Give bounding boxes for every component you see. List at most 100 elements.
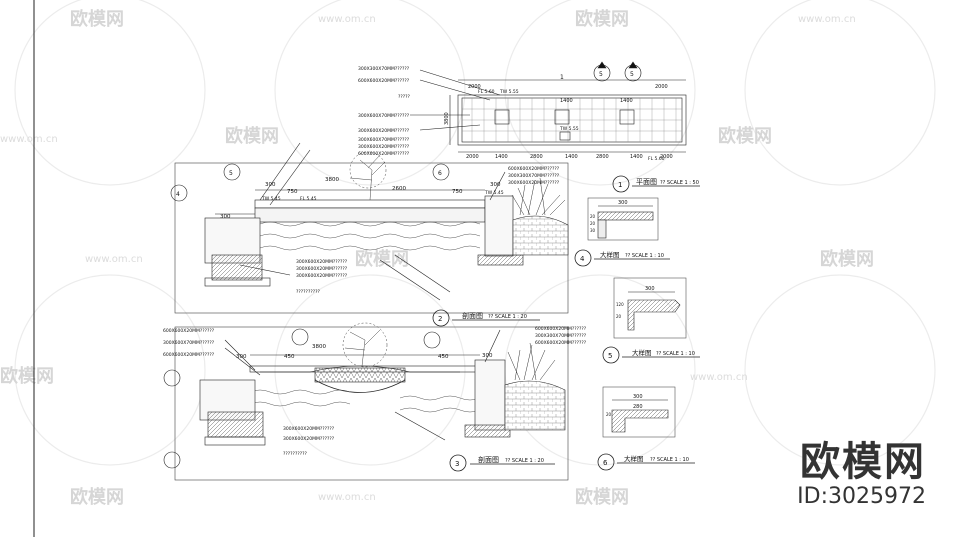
plan-dim: 2000 xyxy=(655,84,668,90)
det6-dim: 300 xyxy=(633,394,643,400)
caption-title: 剖面图 xyxy=(462,311,483,320)
plan-dim: 1400 xyxy=(630,154,643,160)
plan-dim: 2800 xyxy=(596,154,609,160)
plan-callout: 5 xyxy=(599,71,603,78)
det5-dim: 20 xyxy=(616,314,622,319)
plan-dim: 2000 xyxy=(468,84,481,90)
plan-dim: 2000 xyxy=(466,154,479,160)
det5-dim: 120 xyxy=(616,302,624,307)
caption-number: 4 xyxy=(580,255,585,263)
plan-caption: 1 平面图 ?? SCALE 1 : 50 xyxy=(612,175,700,193)
sec2-note: 300X600X20MM?????? xyxy=(358,144,410,150)
plan-dim: 1400 xyxy=(565,154,578,160)
plan-note: 300X600X20MM?????? xyxy=(358,128,410,134)
sec3-note: 300X600X20MM?????? xyxy=(283,426,335,432)
det4-dim: 20 xyxy=(590,221,596,226)
caption-title: 剖面图 xyxy=(478,455,499,464)
section-3 xyxy=(163,322,569,481)
plan-level: FL 5.60 xyxy=(648,156,665,162)
watermark-url: www.om.cn xyxy=(798,14,856,25)
caption-title: 平面图 xyxy=(636,178,657,186)
watermark-url: www.om.cn xyxy=(318,14,376,25)
sec2-note: 300X300X70MM?????? xyxy=(508,173,560,179)
caption-scale: ?? SCALE 1 : 10 xyxy=(625,253,664,259)
det6-dim: 280 xyxy=(633,404,643,410)
sec2-callout: 4 xyxy=(176,191,180,198)
sec2-note: 300X600X20MM?????? xyxy=(296,273,348,279)
sec2-dim: 300 xyxy=(490,182,501,188)
plan-level: TW 5.55 xyxy=(559,126,579,132)
sec2-note: ?????????? xyxy=(296,289,320,295)
section-2-caption: 2 剖面图 ?? SCALE 1 : 20 xyxy=(432,309,540,327)
sec2-dim: 750 xyxy=(452,189,463,195)
caption-scale: ?? SCALE 1 : 10 xyxy=(656,351,695,357)
watermark-url: www.om.cn xyxy=(690,372,748,383)
plan-dim: 2800 xyxy=(530,154,543,160)
plan-note: ????? xyxy=(398,94,411,100)
caption-title: 大样图 xyxy=(632,348,652,357)
sec3-note: 600X600X20MM?????? xyxy=(163,328,215,334)
sec3-note: 300X600X70MM?????? xyxy=(163,340,215,346)
sec3-note: 600X600X20MM?????? xyxy=(535,326,587,332)
plan-callout: 5 xyxy=(630,71,634,78)
sec3-note: 600X600X20MM?????? xyxy=(163,352,215,358)
watermark-brand: 欧模网 xyxy=(225,125,279,147)
plan-labels: 1 2000 1400 1400 2000 2000 1400 2800 140… xyxy=(358,66,673,162)
plan-dim: 2000 xyxy=(660,154,673,160)
watermark-brand: 欧模网 xyxy=(0,365,54,387)
det4-dim: 300 xyxy=(618,200,628,206)
caption-number: 6 xyxy=(603,459,608,467)
detail-6-labels: 300 280 20 xyxy=(606,394,643,417)
sec3-dim: 450 xyxy=(438,354,449,360)
sec2-note: 300X600X20MM?????? xyxy=(296,266,348,272)
brand-block: 欧模网 ID:3025972 xyxy=(797,440,926,510)
detail-5-labels: 300 120 20 xyxy=(616,286,655,319)
caption-title: 大样图 xyxy=(600,250,620,259)
sec2-note: 600X600X20MM?????? xyxy=(508,166,560,172)
plan-dim: 1400 xyxy=(560,98,573,104)
sec2-dim: 300 xyxy=(220,214,231,220)
sec3-note: 300X300X70MM?????? xyxy=(535,333,587,339)
det4-dim: 20 xyxy=(590,214,596,219)
detail-5-caption: 5 大样图 ?? SCALE 1 : 10 xyxy=(602,346,700,364)
detail-4-labels: 300 20 20 30 xyxy=(590,200,628,233)
watermark-url: www.om.cn xyxy=(85,254,143,265)
section-2 xyxy=(170,142,569,314)
caption-number: 2 xyxy=(438,315,442,323)
plan-dim-total: 1 xyxy=(560,74,564,81)
watermark-brand: 欧模网 xyxy=(820,248,874,270)
sec3-dim: 450 xyxy=(284,354,295,360)
detail-4 xyxy=(587,197,659,241)
sec2-note: 300X600X20MM?????? xyxy=(296,259,348,265)
caption-number: 1 xyxy=(618,181,622,189)
sec2-note: 300X600X20MM?????? xyxy=(508,180,560,186)
sec3-dim: 300 xyxy=(482,353,493,359)
caption-scale: ?? SCALE 1 : 20 xyxy=(488,314,527,320)
sec3-note: 600X600X20MM?????? xyxy=(535,340,587,346)
sec2-level: TW 5.45 xyxy=(484,190,504,196)
plan-note: 300X600X70MM?????? xyxy=(358,113,410,119)
watermark-brand: 欧模网 xyxy=(575,8,629,30)
watermark-brand: 欧模网 xyxy=(70,486,124,508)
watermark-url: www.om.cn xyxy=(318,492,376,503)
sec2-dim: 2600 xyxy=(392,186,406,192)
detail-6 xyxy=(602,386,676,438)
caption-number: 3 xyxy=(455,460,459,468)
plan-level: TW 5.55 xyxy=(499,89,519,95)
sec3-dim: 3800 xyxy=(312,344,326,350)
plan-side-dim: 3800 xyxy=(444,112,450,125)
det6-dim: 20 xyxy=(606,412,612,417)
brand-logo: 欧模网 xyxy=(800,439,926,485)
sec2-level: FL 5.45 xyxy=(300,196,317,202)
section-2-labels: 300 750 3800 2600 750 300 300 TW 5.45 FL… xyxy=(176,137,560,295)
plan-note: 600X600X20MM?????? xyxy=(358,78,410,84)
watermark-rings xyxy=(14,0,936,466)
sec2-callout: 5 xyxy=(229,170,233,177)
section-3-caption: 3 剖面图 ?? SCALE 1 : 20 xyxy=(449,454,555,472)
caption-scale: ?? SCALE 1 : 10 xyxy=(650,457,689,463)
watermark-brand: 欧模网 xyxy=(70,8,124,30)
watermark-texts: 欧模网 欧模网 欧模网 欧模网 欧模网 欧模网 欧模网 欧模网 欧模网 www.… xyxy=(0,8,874,508)
sec2-level: TW 5.45 xyxy=(261,196,281,202)
sec2-note: 300X600X70MM?????? xyxy=(358,137,410,143)
